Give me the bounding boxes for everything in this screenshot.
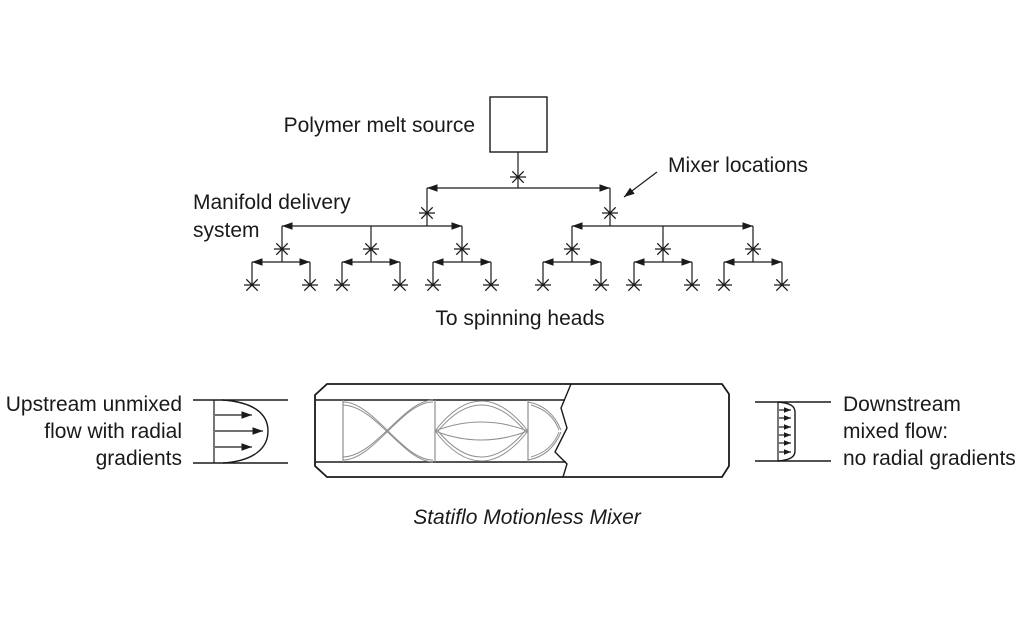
static-mixer-caption: Statiflo Motionless Mixer: [413, 506, 642, 529]
downstream-flat-profile-curve: [777, 401, 796, 462]
upstream-velocity-profile: [193, 399, 288, 464]
mixer-symbols: [243, 170, 791, 292]
helical-mixing-element-2: [434, 400, 529, 462]
helix-curve: [437, 404, 526, 432]
upstream-label-line1: Upstream unmixed: [6, 393, 182, 416]
helix-curve: [434, 421, 529, 432]
polymer-melt-source-box: [489, 96, 548, 153]
upstream-label-line2: flow with radial: [44, 420, 182, 443]
upstream-parabola-curve: [221, 399, 269, 464]
manifold-tree-diagram: Polymer melt source Manifold delivery sy…: [193, 96, 808, 330]
manifold-delivery-label-line2: system: [193, 219, 260, 242]
manifold-pipes: [251, 152, 783, 285]
helix-curve: [342, 401, 434, 461]
mixer-housing-outline: [314, 383, 730, 478]
upstream-pipe-walls: [193, 399, 288, 464]
to-spinning-heads-label: To spinning heads: [435, 307, 604, 330]
pipe-level1-drops: [426, 188, 611, 226]
manifold-delivery-label-line1: Manifold delivery: [193, 191, 351, 214]
static-mixer-body: [314, 383, 730, 478]
helix-curve: [527, 431, 562, 461]
static-mixer-diagram: Upstream unmixed flow with radial gradie…: [6, 383, 1016, 529]
mixer-locations-arrow: [623, 171, 658, 198]
helical-mixing-element-1: [342, 399, 434, 463]
cutaway-break-line: [554, 383, 572, 478]
downstream-velocity-profile: [755, 401, 831, 462]
downstream-pipe-walls: [755, 401, 831, 462]
downstream-label-line2: mixed flow:: [843, 420, 948, 443]
helix-curve: [342, 399, 434, 458]
helix-curve: [342, 404, 434, 463]
upstream-label-line3: gradients: [96, 447, 182, 470]
mixer-locations-label: Mixer locations: [668, 154, 808, 177]
downstream-label-line1: Downstream: [843, 393, 961, 416]
helix-curve: [434, 430, 529, 441]
helical-mixing-element-3: [527, 401, 562, 461]
helix-curve: [434, 430, 529, 462]
pipe-outlet-drops: [251, 262, 783, 285]
downstream-label-line3: no radial gradients: [843, 447, 1016, 470]
helix-curve: [527, 401, 562, 431]
helix-curve: [530, 431, 560, 458]
helix-curve: [530, 404, 560, 431]
helix-curve: [434, 400, 529, 432]
pipe-level2-drops: [281, 226, 754, 262]
helix-curve: [437, 430, 526, 458]
polymer-melt-source-label: Polymer melt source: [284, 114, 475, 137]
